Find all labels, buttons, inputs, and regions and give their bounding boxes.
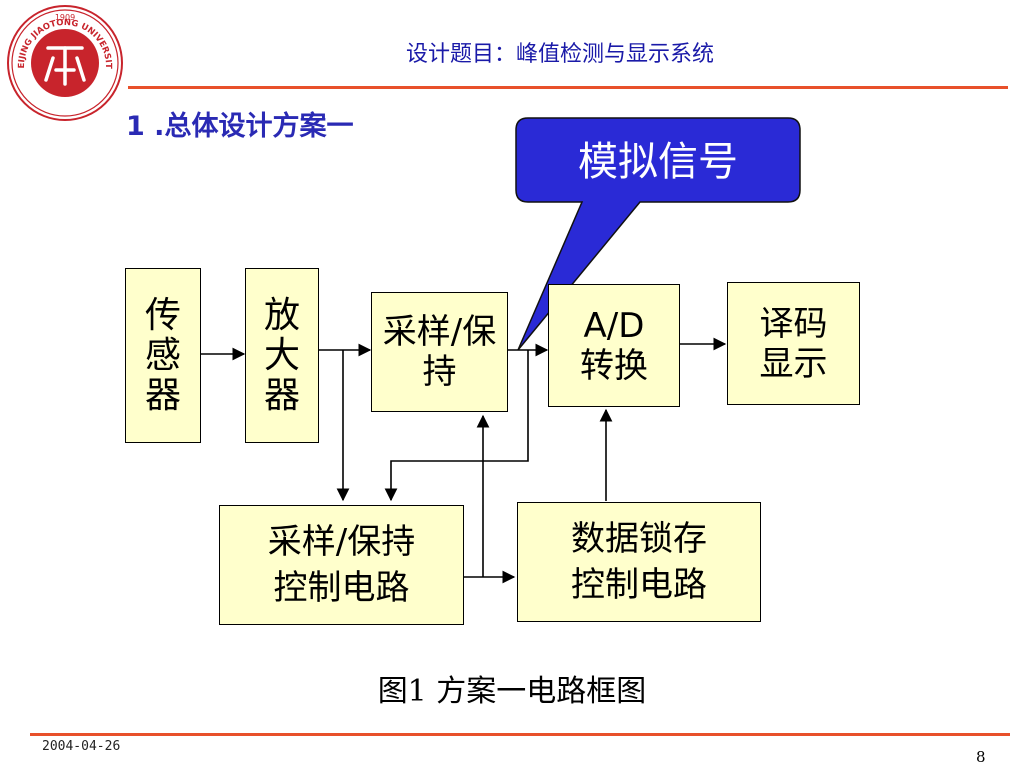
- university-seal-icon: BEIJING JIAOTONG UNIVERSITY 1909: [6, 4, 123, 121]
- callout-label: 模拟信号: [578, 139, 738, 185]
- block-sensor: 传感器: [125, 268, 201, 443]
- logo-year: 1909: [55, 13, 75, 22]
- block-amplifier: 放大器: [245, 268, 319, 443]
- block-decode-line2: 显示: [759, 343, 828, 384]
- block-ad-line1: A/D: [583, 305, 645, 346]
- callout-bubble: [515, 117, 801, 351]
- block-decode-line1: 译码: [759, 303, 828, 344]
- footer-date: 2004-04-26: [42, 739, 121, 754]
- block-sample-hold-label: 采样/保持: [382, 312, 497, 392]
- block-amplifier-label: 放大器: [264, 294, 301, 416]
- block-ad-converter: A/D 转换: [548, 284, 680, 407]
- block-latch-line1: 数据锁存: [571, 519, 707, 559]
- block-latch-line2: 控制电路: [571, 565, 707, 605]
- block-sample-hold: 采样/保持: [371, 292, 508, 412]
- block-shcontrol-line1: 采样/保持: [267, 522, 416, 562]
- header-divider: [128, 86, 1008, 89]
- arrow-feedback-shcontrol: [384, 350, 529, 502]
- page-number: 8: [976, 748, 986, 766]
- block-decode-display: 译码 显示: [727, 282, 860, 405]
- footer-divider: [30, 733, 1010, 736]
- figure-caption: 图1 方案一电路框图: [377, 674, 647, 709]
- arrow-shcontrol-latch: [464, 505, 516, 584]
- page-title: 设计题目：峰值检测与显示系统: [405, 42, 714, 67]
- block-ad-line2: 转换: [580, 345, 648, 386]
- section-title: 1 .总体设计方案一: [126, 111, 354, 142]
- block-shcontrol-line2: 控制电路: [273, 568, 410, 608]
- block-sample-hold-control: 采样/保持 控制电路: [219, 505, 464, 625]
- block-latch-control: 数据锁存 控制电路: [517, 502, 761, 622]
- block-sensor-label: 传感器: [145, 294, 182, 416]
